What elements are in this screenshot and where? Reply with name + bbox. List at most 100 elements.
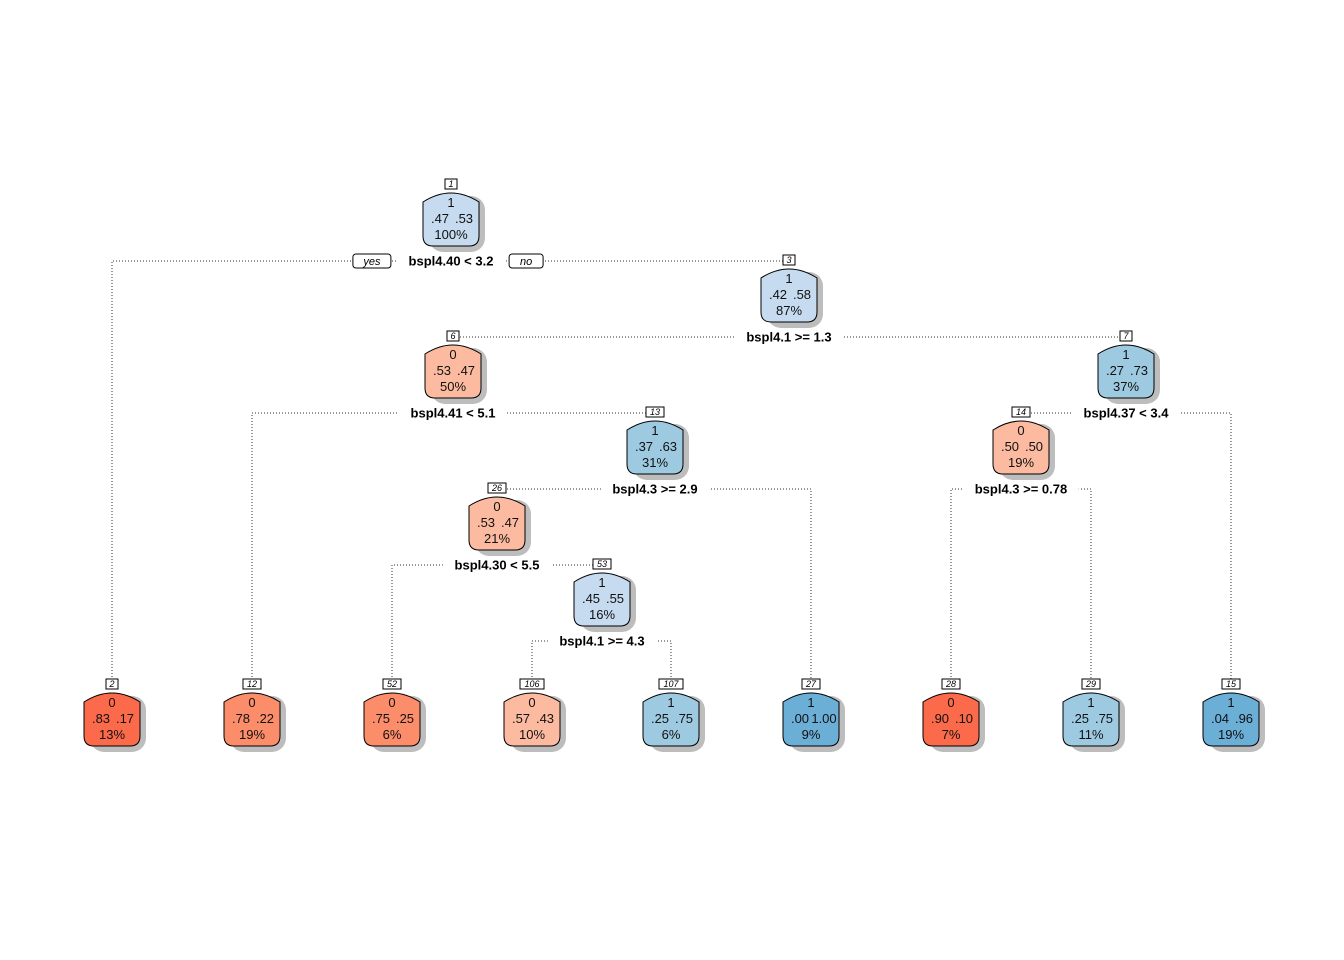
node-class: 0 bbox=[493, 499, 500, 514]
node-box bbox=[1097, 344, 1155, 399]
node-id-box bbox=[801, 678, 821, 690]
node-id: 52 bbox=[387, 679, 397, 689]
node-prob-0: .42 bbox=[769, 287, 787, 302]
node-class: 1 bbox=[667, 695, 674, 710]
split-label-bg bbox=[600, 481, 710, 497]
split-label-bg bbox=[963, 481, 1079, 497]
node-class: 0 bbox=[947, 695, 954, 710]
node-id-box bbox=[382, 678, 402, 690]
node-id: 15 bbox=[1226, 679, 1237, 689]
node-box bbox=[760, 268, 818, 323]
node-percent: 9% bbox=[802, 727, 821, 742]
node-id: 28 bbox=[945, 679, 956, 689]
node-prob-1: .50 bbox=[1025, 439, 1043, 454]
node-box bbox=[642, 692, 700, 747]
node-class: 0 bbox=[1017, 423, 1024, 438]
node-prob-0: .27 bbox=[1106, 363, 1124, 378]
node-percent: 7% bbox=[942, 727, 961, 742]
node-box bbox=[363, 692, 421, 747]
split-label: bspl4.41 < 5.1 bbox=[411, 406, 496, 421]
node-class: 0 bbox=[388, 695, 395, 710]
node-id: 106 bbox=[524, 679, 539, 689]
node-id-box bbox=[782, 254, 796, 266]
node-class: 1 bbox=[1087, 695, 1094, 710]
node-box bbox=[503, 692, 561, 747]
node-id: 7 bbox=[1123, 331, 1129, 341]
node-prob-1: 1.00 bbox=[811, 711, 836, 726]
node-prob-1: .25 bbox=[396, 711, 414, 726]
node-id-box bbox=[1081, 678, 1101, 690]
node-prob-0: .25 bbox=[651, 711, 669, 726]
no-label: no bbox=[520, 256, 532, 268]
node-prob-0: .53 bbox=[477, 515, 495, 530]
node-percent: 19% bbox=[1008, 455, 1034, 470]
node-box bbox=[922, 692, 980, 747]
split-edge bbox=[950, 488, 1092, 680]
node-prob-1: .10 bbox=[955, 711, 973, 726]
node-prob-1: .47 bbox=[501, 515, 519, 530]
split-label-bg bbox=[1071, 405, 1181, 421]
node-id: 2 bbox=[108, 679, 114, 689]
node-id: 29 bbox=[1085, 679, 1096, 689]
node-prob-0: .53 bbox=[433, 363, 451, 378]
node-prob-0: .90 bbox=[931, 711, 949, 726]
node-prob-0: .00 bbox=[791, 711, 809, 726]
yes-label: yes bbox=[362, 256, 381, 268]
node-percent: 21% bbox=[484, 531, 510, 546]
node-prob-0: .45 bbox=[582, 591, 600, 606]
node-id: 53 bbox=[597, 559, 607, 569]
node-prob-1: .63 bbox=[659, 439, 677, 454]
split-label: bspl4.1 >= 4.3 bbox=[559, 634, 644, 649]
node-percent: 6% bbox=[383, 727, 402, 742]
split-label-bg bbox=[396, 253, 506, 269]
node-percent: 10% bbox=[519, 727, 545, 742]
node-id-box bbox=[645, 406, 665, 418]
node-class: 0 bbox=[108, 695, 115, 710]
node-percent: 37% bbox=[1113, 379, 1139, 394]
node-prob-0: .50 bbox=[1001, 439, 1019, 454]
node-prob-1: .75 bbox=[1095, 711, 1113, 726]
node-class: 1 bbox=[1227, 695, 1234, 710]
node-id: 6 bbox=[450, 331, 455, 341]
split-label: bspl4.3 >= 0.78 bbox=[975, 482, 1068, 497]
node-class: 0 bbox=[528, 695, 535, 710]
node-id-box bbox=[1221, 678, 1241, 690]
split-label-bg bbox=[734, 329, 844, 345]
split-label: bspl4.1 >= 1.3 bbox=[746, 330, 831, 345]
node-id-box bbox=[658, 678, 684, 690]
node-id-box bbox=[446, 330, 460, 342]
no-box bbox=[508, 253, 544, 269]
split-label: bspl4.3 >= 2.9 bbox=[612, 482, 697, 497]
split-label-bg bbox=[398, 405, 508, 421]
node-prob-0: .47 bbox=[431, 211, 449, 226]
node-prob-1: .55 bbox=[606, 591, 624, 606]
node-prob-1: .17 bbox=[116, 711, 134, 726]
node-id: 107 bbox=[663, 679, 679, 689]
node-box bbox=[223, 692, 281, 747]
node-prob-1: .53 bbox=[455, 211, 473, 226]
node-box bbox=[782, 692, 840, 747]
node-percent: 87% bbox=[776, 303, 802, 318]
node-id-box bbox=[941, 678, 961, 690]
node-id-box bbox=[1119, 330, 1133, 342]
node-box bbox=[83, 692, 141, 747]
node-class: 1 bbox=[807, 695, 814, 710]
split-label: bspl4.40 < 3.2 bbox=[409, 254, 494, 269]
node-prob-0: .57 bbox=[512, 711, 530, 726]
node-box bbox=[422, 192, 480, 247]
node-prob-1: .96 bbox=[1235, 711, 1253, 726]
node-percent: 13% bbox=[99, 727, 125, 742]
node-id-box bbox=[444, 178, 458, 190]
node-id: 3 bbox=[786, 255, 791, 265]
node-box bbox=[424, 344, 482, 399]
node-id-box bbox=[592, 558, 612, 570]
node-box bbox=[992, 420, 1050, 475]
node-class: 0 bbox=[248, 695, 255, 710]
node-box bbox=[1062, 692, 1120, 747]
node-box bbox=[573, 572, 631, 627]
node-prob-0: .78 bbox=[232, 711, 250, 726]
node-prob-1: .22 bbox=[256, 711, 274, 726]
node-id-box bbox=[242, 678, 262, 690]
split-label: bspl4.30 < 5.5 bbox=[455, 558, 540, 573]
